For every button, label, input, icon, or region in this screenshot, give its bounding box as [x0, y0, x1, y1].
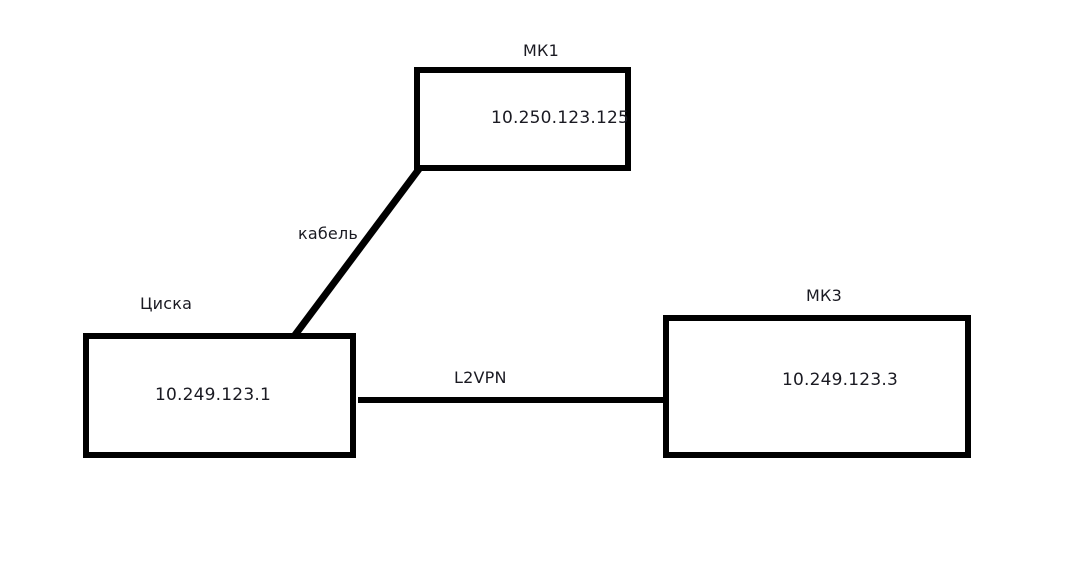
- node-label-mk1: МК1: [523, 41, 559, 60]
- node-ip-mk3: 10.249.123.3: [782, 370, 898, 390]
- node-label-cisco: Циска: [140, 294, 193, 313]
- node-box-mk1[interactable]: [414, 67, 631, 171]
- node-ip-cisco: 10.249.123.1: [155, 385, 271, 405]
- node-ip-mk1: 10.250.123.125: [491, 108, 629, 128]
- connection-label-l2vpn: L2VPN: [454, 368, 507, 387]
- node-box-mk3[interactable]: [663, 315, 971, 458]
- node-box-cisco[interactable]: [83, 333, 356, 458]
- node-label-mk3: МК3: [806, 286, 842, 305]
- cable-connection-line[interactable]: [292, 166, 422, 338]
- connection-label-cable: кабель: [298, 224, 359, 243]
